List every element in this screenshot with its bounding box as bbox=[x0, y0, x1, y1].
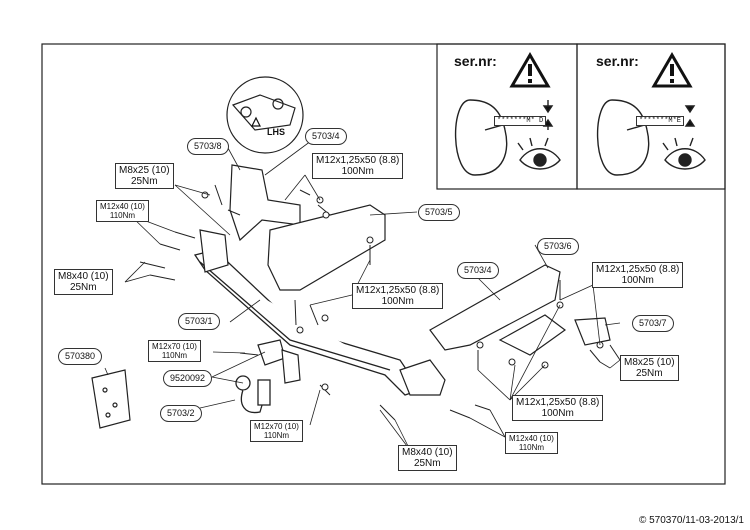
part-label: 5703/4 bbox=[457, 262, 499, 279]
torque-spec-label: M8x40 (10)25Nm bbox=[398, 445, 457, 471]
torque-spec-label: M12x1,25x50 (8.8)100Nm bbox=[312, 153, 404, 179]
mounting-plate-570380 bbox=[91, 369, 131, 429]
torque-spec-label: M12x70 (10)110Nm bbox=[250, 420, 303, 442]
tow-ball bbox=[235, 375, 271, 414]
part-label: 9520092 bbox=[163, 370, 213, 387]
tow-bar-crossbar bbox=[193, 249, 422, 396]
torque-spec-label: M12x40 (10)110Nm bbox=[505, 432, 558, 454]
warning-panel-2-box bbox=[576, 43, 726, 190]
torque-spec-label: M8x25 (10)25Nm bbox=[620, 355, 679, 381]
electrical-socket bbox=[257, 339, 301, 384]
part-label: 5703/4 bbox=[305, 128, 347, 145]
torque-spec-label: M12x1,25x50 (8.8)100Nm bbox=[352, 283, 444, 309]
lhs-detail-label: LHS bbox=[267, 127, 285, 137]
part-label: 5703/7 bbox=[632, 315, 674, 332]
warning-triangle-icon bbox=[509, 52, 551, 88]
part-label: 5703/2 bbox=[160, 405, 202, 422]
serial-number-title: ser.nr: bbox=[454, 53, 497, 69]
serial-number-title: ser.nr: bbox=[596, 53, 639, 69]
eye-icon bbox=[517, 137, 561, 170]
part-label: 5703/8 bbox=[187, 138, 229, 155]
part-label: 570380 bbox=[58, 348, 103, 365]
serial-code-label: *******M* D bbox=[494, 116, 547, 126]
torque-spec-label: M12x40 (10)110Nm bbox=[96, 200, 149, 222]
part-label: 5703/6 bbox=[537, 238, 579, 255]
warning-triangle-icon bbox=[651, 52, 693, 88]
torque-spec-label: M12x1,25x50 (8.8)100Nm bbox=[592, 262, 684, 288]
torque-spec-label: M12x1,25x50 (8.8)100Nm bbox=[512, 395, 604, 421]
side-bracket-right bbox=[399, 264, 611, 396]
lhs-detail-view bbox=[226, 76, 304, 154]
copyright-footer: © 570370/11-03-2013/1 bbox=[638, 515, 744, 526]
drawing-frame bbox=[41, 43, 726, 485]
eye-icon bbox=[662, 137, 706, 170]
bolt-set bbox=[139, 184, 621, 421]
leader-lines bbox=[104, 137, 621, 451]
part-label: 5703/1 bbox=[178, 313, 220, 330]
serial-code-label: *******M*E bbox=[636, 116, 685, 126]
side-bracket-left bbox=[199, 164, 386, 291]
torque-spec-label: M8x25 (10)25Nm bbox=[115, 163, 174, 189]
torque-spec-label: M8x40 (10)25Nm bbox=[54, 269, 113, 295]
part-label: 5703/5 bbox=[418, 204, 460, 221]
torque-spec-label: M12x70 (10)110Nm bbox=[148, 340, 201, 362]
